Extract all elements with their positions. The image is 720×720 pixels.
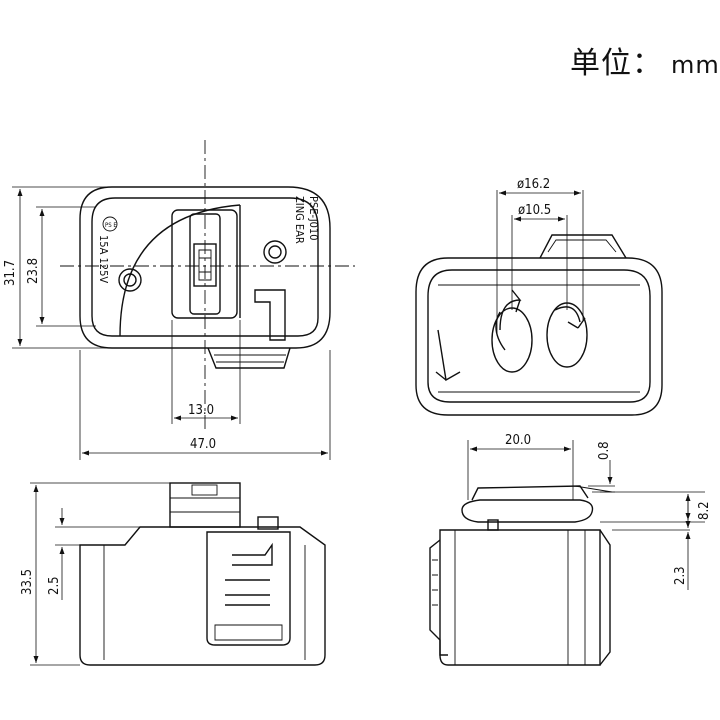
rear-body-outer xyxy=(415,257,663,416)
cert-mark-circle xyxy=(102,216,118,232)
dim-width-lever: 13.0 xyxy=(188,403,214,418)
rear-top-tab-inner xyxy=(547,239,617,253)
side-right-body xyxy=(439,529,601,666)
rivet-right-inner xyxy=(268,245,282,259)
side-right-knob xyxy=(471,485,589,501)
rotate-arrow-left xyxy=(495,289,522,351)
side-right-clip xyxy=(429,539,448,656)
rivet-left-outer xyxy=(118,268,142,292)
unit-value: mm xyxy=(671,51,720,79)
brand-text: ZING EAR xyxy=(293,196,306,244)
side-right-clip-ribs xyxy=(432,559,438,606)
dim-height-outer: 31.7 xyxy=(3,260,18,286)
side-blade-cap xyxy=(191,484,218,496)
front-body-inner xyxy=(91,197,319,337)
lever-hub-detail xyxy=(198,249,212,281)
side-right-rails xyxy=(454,530,586,665)
latch-slot xyxy=(254,289,286,341)
unit-prefix: 单位： xyxy=(570,46,663,81)
rivet-left-inner xyxy=(123,273,137,287)
side-view-left: 33.5 2.5 xyxy=(20,482,326,666)
lever-hub xyxy=(193,243,217,287)
rating-text: 15A 125V xyxy=(97,235,110,283)
unit-label: 单位： mm xyxy=(570,38,720,82)
front-view: PS E 15A 125V ZING EAR PSE-J010 31.7 23.… xyxy=(3,140,355,460)
dim-gap: 2.3 xyxy=(673,566,688,585)
dim-flange-height: 8.2 xyxy=(697,501,712,520)
top-right-view: ø16.2 ø10.5 xyxy=(415,177,663,416)
latch-grip-lines xyxy=(225,579,270,606)
rotate-arrow-right xyxy=(554,306,586,329)
lever-blade xyxy=(189,213,221,315)
dim-height-inner: 23.8 xyxy=(26,258,41,284)
side-body-rails xyxy=(103,545,306,660)
side-latch-tab xyxy=(257,516,279,530)
side-view-right: 20.0 0.8 8.2 2.3 xyxy=(429,433,712,666)
side-blade-lines xyxy=(170,497,240,513)
side-right-flange xyxy=(461,499,594,523)
dim-offset: 2.5 xyxy=(47,576,62,595)
dim-dia-inner: ø10.5 xyxy=(518,203,551,218)
rotate-ring-left xyxy=(491,307,533,373)
front-body-outer xyxy=(79,186,331,349)
latch-bottom xyxy=(207,347,291,369)
cert-mark-text: PS E xyxy=(105,222,117,229)
lever-housing xyxy=(171,209,238,319)
dim-dia-outer: ø16.2 xyxy=(517,177,550,192)
side-blade xyxy=(169,482,241,528)
side-body-outer xyxy=(79,526,326,666)
rear-top-tab xyxy=(539,234,627,259)
latch-button xyxy=(206,531,291,646)
rear-body-inner xyxy=(427,269,651,403)
rotate-ring-right xyxy=(546,302,588,368)
side-right-edge xyxy=(599,529,611,666)
dim-height-total: 33.5 xyxy=(20,569,35,595)
dim-width: 20.0 xyxy=(505,433,531,448)
rear-body-rails xyxy=(438,284,640,393)
model-text: PSE-J010 xyxy=(307,196,320,241)
front-recess-arc xyxy=(119,204,241,337)
slide-arrow xyxy=(435,329,461,382)
latch-arrow xyxy=(232,542,273,566)
side-right-knob-tip xyxy=(574,485,613,493)
latch-base xyxy=(214,624,283,641)
dim-width-total: 47.0 xyxy=(190,437,216,452)
side-right-pin xyxy=(487,519,499,531)
dim-thickness: 0.8 xyxy=(597,441,612,460)
latch-bottom-lines xyxy=(214,354,286,363)
rivet-right-outer xyxy=(263,240,287,264)
